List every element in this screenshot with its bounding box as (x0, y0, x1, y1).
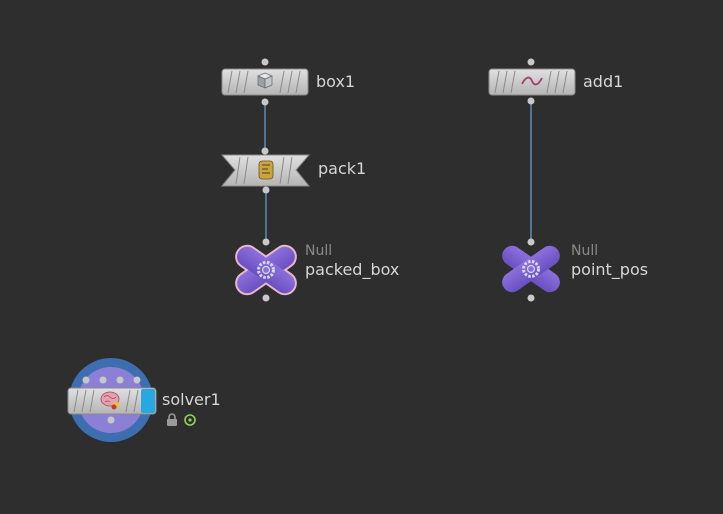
time-dependent-icon[interactable] (183, 413, 197, 427)
output-connector[interactable] (262, 294, 270, 302)
brain-icon (100, 391, 120, 410)
output-connector[interactable] (262, 186, 270, 194)
output-connector[interactable] (261, 98, 269, 106)
node-stripes (227, 70, 301, 94)
node-label-solver1[interactable]: solver1 (162, 390, 221, 409)
node-type-label: Null (571, 243, 599, 259)
input-connector[interactable] (527, 238, 535, 246)
input-connector[interactable] (261, 147, 269, 155)
gear-icon (257, 261, 275, 279)
display-flag[interactable] (141, 389, 155, 413)
input-connector[interactable] (82, 376, 90, 384)
node-label-pack1[interactable]: pack1 (318, 159, 367, 178)
curve-icon (521, 76, 543, 86)
gear-icon (522, 260, 540, 278)
node-add1[interactable] (488, 58, 576, 105)
node-solver1[interactable] (67, 358, 157, 442)
node-label-add1[interactable]: add1 (583, 72, 624, 91)
node-stripes (494, 70, 568, 94)
node-point-pos[interactable] (498, 238, 564, 302)
output-connector[interactable] (527, 294, 535, 302)
node-label-point-pos[interactable]: point_pos (571, 260, 649, 279)
lock-icon[interactable] (165, 413, 179, 427)
node-packed-box[interactable] (232, 238, 300, 302)
output-connector[interactable] (527, 97, 535, 105)
node-stripes (235, 156, 293, 185)
node-label-packed-box[interactable]: packed_box (305, 260, 400, 279)
pack-icon (258, 160, 274, 180)
input-connector[interactable] (527, 58, 535, 66)
input-connector[interactable] (116, 376, 124, 384)
output-connector[interactable] (107, 416, 115, 424)
cube-icon (257, 72, 273, 89)
connections (264, 101, 532, 242)
node-label-box1[interactable]: box1 (316, 72, 356, 91)
input-connector[interactable] (133, 376, 141, 384)
node-type-label: Null (305, 243, 333, 259)
node-stripes (73, 389, 139, 413)
input-connector[interactable] (99, 376, 107, 384)
node-box1[interactable] (221, 58, 309, 106)
node-pack1[interactable] (220, 147, 311, 194)
input-connector[interactable] (262, 238, 270, 246)
input-connector[interactable] (261, 58, 269, 66)
